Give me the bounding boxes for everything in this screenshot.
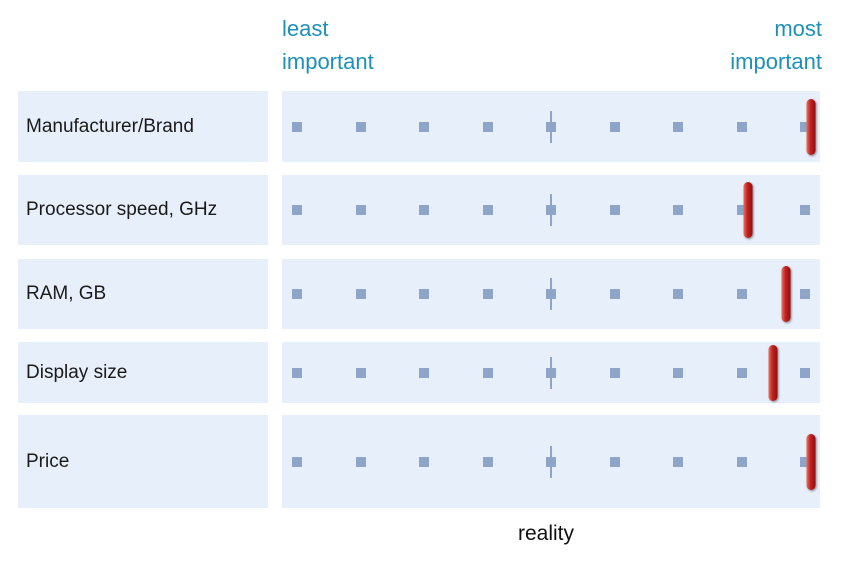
scale-tick [609, 289, 620, 299]
scale-tick [609, 456, 620, 467]
rating-track[interactable] [282, 91, 820, 162]
slider-handle[interactable] [806, 98, 816, 155]
rating-track[interactable] [282, 175, 820, 245]
midpoint-tick [546, 121, 556, 132]
scale-tick [800, 205, 810, 215]
scale-tick [800, 456, 810, 467]
most-important-header: most important [730, 12, 822, 78]
least-label: least [282, 16, 329, 41]
scale-tick [609, 367, 620, 378]
scale-tick [673, 205, 683, 215]
scale-tick [482, 367, 493, 378]
scale-tick [800, 121, 810, 132]
scale-tick [292, 289, 302, 299]
least-important-label: important [282, 49, 374, 74]
scale-tick [673, 121, 683, 132]
scale-tick [355, 456, 366, 467]
row-label: Processor speed, GHz [26, 199, 218, 220]
scale-tick [355, 367, 366, 378]
row-label-box: Manufacturer/Brand [18, 91, 270, 162]
scale-tick [482, 289, 493, 299]
slider-handle[interactable] [781, 266, 791, 322]
row-label-box: RAM, GB [18, 259, 270, 329]
scale-tick [419, 289, 429, 299]
scale-tick [736, 121, 747, 132]
row-label: Price [26, 450, 70, 472]
slider-handle[interactable] [806, 433, 816, 490]
slider-handle[interactable] [768, 344, 778, 401]
row-label: Display size [26, 361, 128, 383]
scale-tick [355, 289, 366, 299]
midpoint-tick [546, 289, 556, 299]
scale-tick [609, 121, 620, 132]
scale-tick [292, 367, 302, 378]
reality-label: reality [518, 522, 575, 545]
scale-tick [800, 367, 810, 378]
scale-tick [482, 456, 493, 467]
most-label: most [774, 16, 822, 41]
scale-tick [419, 121, 429, 132]
scale-tick [419, 456, 429, 467]
scale-tick [736, 456, 747, 467]
rating-track[interactable] [282, 342, 820, 403]
scale-tick [355, 205, 366, 215]
scale-tick [419, 205, 429, 215]
scale-tick [419, 367, 429, 378]
most-important-label: important [730, 49, 822, 74]
rating-track[interactable] [282, 415, 820, 508]
scale-tick [800, 289, 810, 299]
scale-tick [736, 289, 747, 299]
scale-tick [673, 456, 683, 467]
midpoint-tick [546, 205, 556, 215]
row-label: Manufacturer/Brand [26, 115, 194, 137]
scale-tick [355, 121, 366, 132]
scale-tick [609, 205, 620, 215]
scale-tick [292, 205, 302, 215]
row-label: RAM, GB [26, 283, 107, 304]
scale-tick [482, 205, 493, 215]
midpoint-tick [546, 367, 556, 378]
least-important-header: least important [282, 12, 374, 78]
scale-tick [482, 121, 493, 132]
scale-tick [736, 205, 747, 215]
midpoint-tick [546, 456, 556, 467]
scale-tick [673, 367, 683, 378]
scale-tick [736, 367, 747, 378]
scale-tick [292, 121, 302, 132]
row-label-box: Display size [18, 342, 270, 403]
row-label-box: Processor speed, GHz [18, 175, 270, 245]
rating-track[interactable] [282, 259, 820, 329]
slider-handle[interactable] [743, 182, 752, 238]
row-label-box: Price [18, 415, 270, 508]
scale-tick [292, 456, 302, 467]
scale-tick [673, 289, 683, 299]
